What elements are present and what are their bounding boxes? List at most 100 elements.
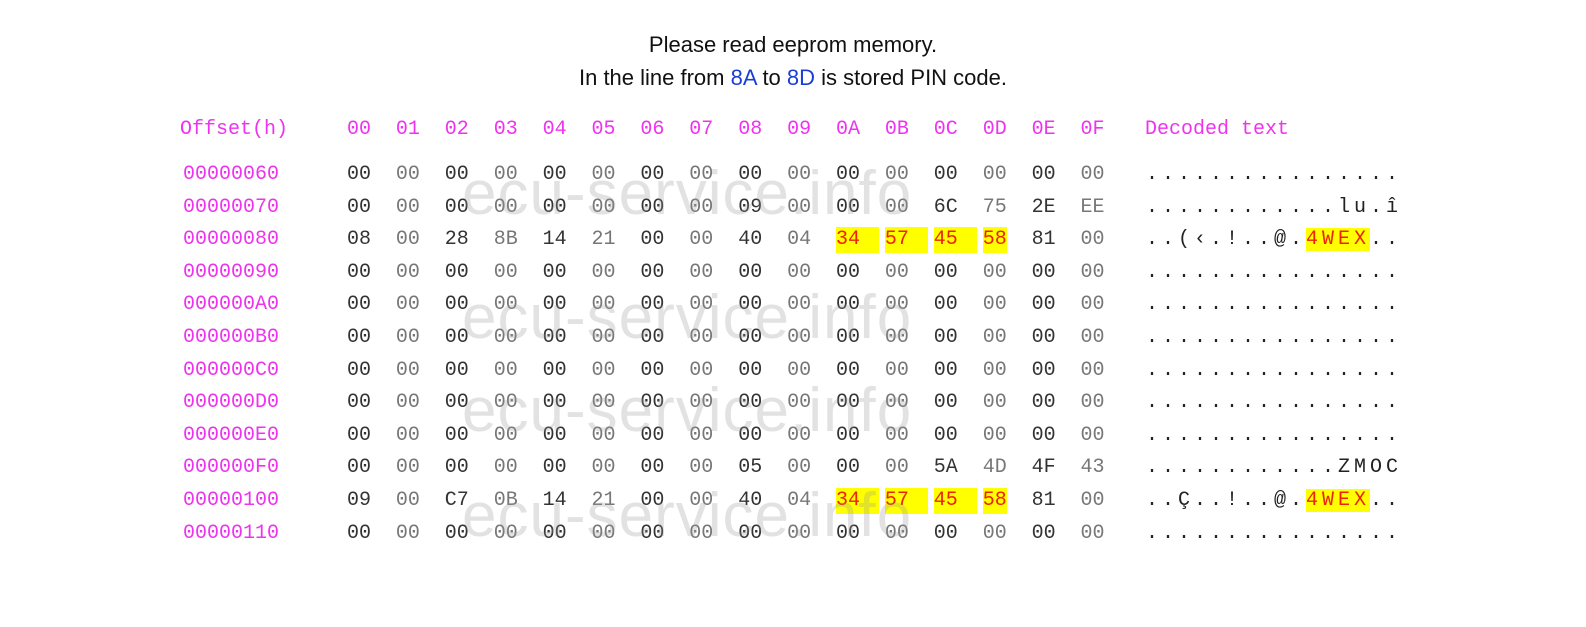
byte-cell: 08 [347, 228, 372, 252]
byte-cell: 00 [933, 163, 958, 186]
byte-cell: 00 [542, 391, 567, 415]
byte-cell: 00 [591, 391, 616, 415]
byte-cell: 00 [884, 521, 909, 545]
byte-cell: 00 [1031, 293, 1056, 317]
column-header: 07 [689, 118, 714, 141]
byte-cell: 00 [347, 260, 372, 284]
byte-cell: 00 [444, 260, 469, 284]
byte-cell: 09 [347, 489, 372, 512]
byte-cell: 00 [1080, 228, 1105, 252]
column-header: 00 [347, 118, 372, 141]
decoded-text: ................ [1146, 162, 1402, 188]
byte-cell: 00 [640, 456, 665, 480]
byte-cell: 00 [395, 293, 420, 317]
byte-cell: 00 [640, 391, 665, 415]
byte-cell: 00 [1080, 326, 1105, 349]
decoded-segment: ................ [1146, 163, 1403, 186]
byte-cell: 00 [1031, 163, 1056, 186]
byte-cell: 05 [738, 456, 763, 480]
byte-cell: 00 [395, 326, 420, 349]
offset-header: Offset(h) [180, 118, 289, 141]
decoded-segment: ..(‹.!..@. [1146, 228, 1307, 252]
byte-cell: 00 [542, 358, 567, 382]
byte-cell: 00 [738, 391, 763, 415]
byte-cell: 00 [738, 423, 763, 447]
byte-cell: 00 [884, 163, 909, 186]
byte-cell: 21 [591, 228, 616, 252]
byte-cell: 00 [1031, 521, 1056, 545]
byte-cell: 00 [689, 358, 714, 382]
column-header: 06 [640, 118, 665, 141]
byte-cell: 00 [1080, 391, 1105, 415]
byte-cell: 00 [347, 293, 372, 317]
byte-cell: 00 [1080, 358, 1105, 382]
column-header: 08 [738, 118, 763, 141]
byte-cell: 00 [689, 260, 714, 284]
byte-cell: 00 [933, 260, 958, 284]
byte-cell: 00 [347, 326, 372, 349]
byte-cell: 00 [493, 358, 518, 382]
byte-cell: 00 [787, 293, 812, 317]
byte-cell: 00 [640, 260, 665, 284]
caption-line-2: In the line from 8A to 8D is stored PIN … [0, 65, 1586, 91]
byte-cell: 00 [738, 326, 763, 349]
decoded-header: Decoded text [1145, 118, 1290, 141]
byte-cell: 00 [836, 195, 861, 219]
byte-cell: 00 [982, 391, 1007, 415]
byte-cell: 00 [640, 163, 665, 186]
byte-cell: 2E [1031, 195, 1056, 219]
row-offset: 000000F0 [183, 456, 280, 480]
byte-cell: 00 [640, 521, 665, 545]
row-offset: 00000100 [183, 489, 280, 512]
decoded-segment: ................ [1146, 423, 1403, 447]
byte-cell: 00 [787, 195, 812, 219]
byte-cell: 00 [689, 391, 714, 415]
byte-cell: 00 [787, 456, 812, 480]
decoded-text: ............ZMOC [1146, 455, 1402, 481]
byte-cell: 6C [933, 195, 958, 219]
byte-cell: 00 [591, 521, 616, 545]
byte-cell: 00 [836, 358, 861, 382]
byte-cell: 00 [444, 326, 469, 349]
byte-cell: 00 [982, 326, 1007, 349]
byte-cell: 00 [1080, 489, 1105, 512]
decoded-segment: ................ [1146, 521, 1403, 545]
byte-cell: 00 [1080, 521, 1105, 545]
byte-cell: 00 [444, 391, 469, 415]
column-header: 01 [395, 118, 420, 141]
byte-cell: 40 [738, 489, 763, 512]
byte-cell: 00 [689, 163, 714, 186]
byte-cell: 00 [738, 521, 763, 545]
byte-cell: 00 [884, 326, 909, 349]
byte-cell: 00 [836, 456, 861, 480]
byte-cell: 00 [1031, 260, 1056, 284]
byte-cell: 00 [689, 195, 714, 219]
byte-cell: 00 [982, 521, 1007, 545]
pin-byte: 57 [884, 488, 928, 514]
byte-cell: 00 [493, 195, 518, 219]
caption-range-start: 8A [730, 65, 757, 90]
byte-cell: 00 [444, 521, 469, 545]
watermark: ecu-service.info [462, 159, 913, 228]
byte-cell: 00 [591, 423, 616, 447]
byte-cell: 00 [542, 260, 567, 284]
byte-cell: 00 [347, 423, 372, 447]
decoded-segment: ............ZMOC [1146, 456, 1403, 480]
byte-cell: 00 [982, 260, 1007, 284]
byte-cell: 00 [836, 293, 861, 317]
byte-cell: 81 [1031, 228, 1056, 252]
byte-cell: 00 [1031, 423, 1056, 447]
byte-cell: 00 [347, 358, 372, 382]
column-header: 0E [1031, 118, 1056, 141]
byte-cell: 00 [836, 163, 861, 186]
byte-cell: 21 [591, 489, 616, 512]
byte-cell: C7 [444, 489, 469, 512]
row-offset: 00000060 [183, 163, 280, 186]
row-offset: 000000B0 [183, 326, 280, 349]
byte-cell: 00 [542, 521, 567, 545]
byte-cell: 00 [542, 423, 567, 447]
byte-cell: 00 [395, 521, 420, 545]
byte-cell: 00 [493, 456, 518, 480]
byte-cell: 00 [493, 163, 518, 186]
